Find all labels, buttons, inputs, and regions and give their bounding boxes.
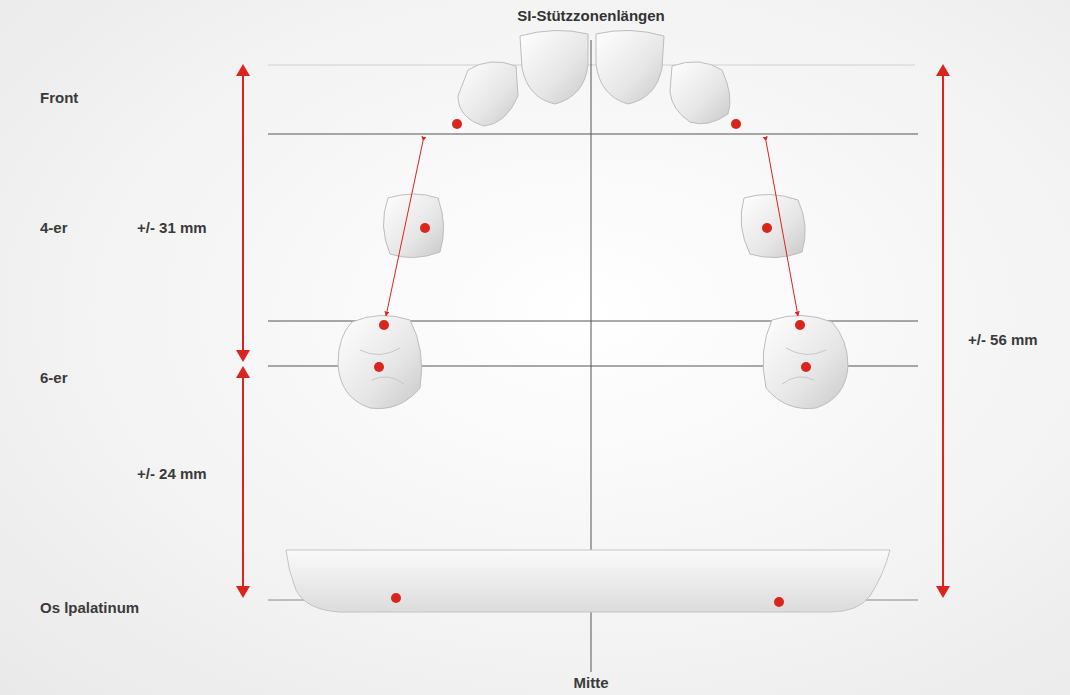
arrow-head — [936, 64, 950, 76]
palatine-bone — [286, 550, 890, 612]
arrow-head — [236, 586, 250, 598]
reference-dot — [774, 597, 784, 607]
reference-dot — [374, 362, 384, 372]
reference-dot — [762, 223, 772, 233]
dimension-label: +/- 56 mm — [968, 331, 1038, 349]
arrow-head — [236, 350, 250, 362]
reference-dot — [801, 362, 811, 372]
front-teeth — [458, 30, 730, 126]
diagram-title: SI-Stützzonenlängen — [517, 7, 665, 25]
arrow-head — [936, 586, 950, 598]
reference-dot — [391, 593, 401, 603]
diagonal-arrow — [386, 141, 423, 316]
premolar — [741, 194, 805, 257]
midline-label: Mitte — [574, 674, 609, 692]
dimension-56 — [942, 74, 944, 588]
region-label: Front — [40, 89, 78, 107]
reference-dot — [420, 223, 430, 233]
diagonal-arrows — [386, 141, 798, 316]
arrow-head — [236, 64, 250, 76]
reference-dot — [452, 119, 462, 129]
molar-fissures — [360, 348, 826, 384]
central-incisor — [520, 30, 588, 104]
premolars — [383, 194, 805, 258]
lateral-incisor — [458, 62, 518, 126]
reference-lines — [268, 40, 918, 672]
lateral-incisor — [670, 62, 730, 124]
reference-dot — [731, 119, 741, 129]
molars — [338, 315, 848, 408]
first-molar — [763, 315, 848, 408]
premolar — [383, 194, 443, 258]
first-molar — [338, 315, 422, 408]
reference-dot — [795, 320, 805, 330]
region-label: 6-er — [40, 369, 68, 387]
region-label: Os lpalatinum — [40, 599, 139, 617]
central-incisor — [596, 30, 664, 104]
reference-dot — [379, 320, 389, 330]
dimension-label: +/- 24 mm — [137, 465, 207, 483]
front-line — [268, 134, 918, 135]
reference-points — [374, 119, 811, 607]
dimension-label: +/- 31 mm — [137, 219, 207, 237]
region-label: 4-er — [40, 219, 68, 237]
dimension-arrows — [236, 64, 950, 598]
dimension-24 — [242, 376, 244, 588]
arrow-head — [236, 366, 250, 378]
dimension-31 — [242, 74, 244, 352]
